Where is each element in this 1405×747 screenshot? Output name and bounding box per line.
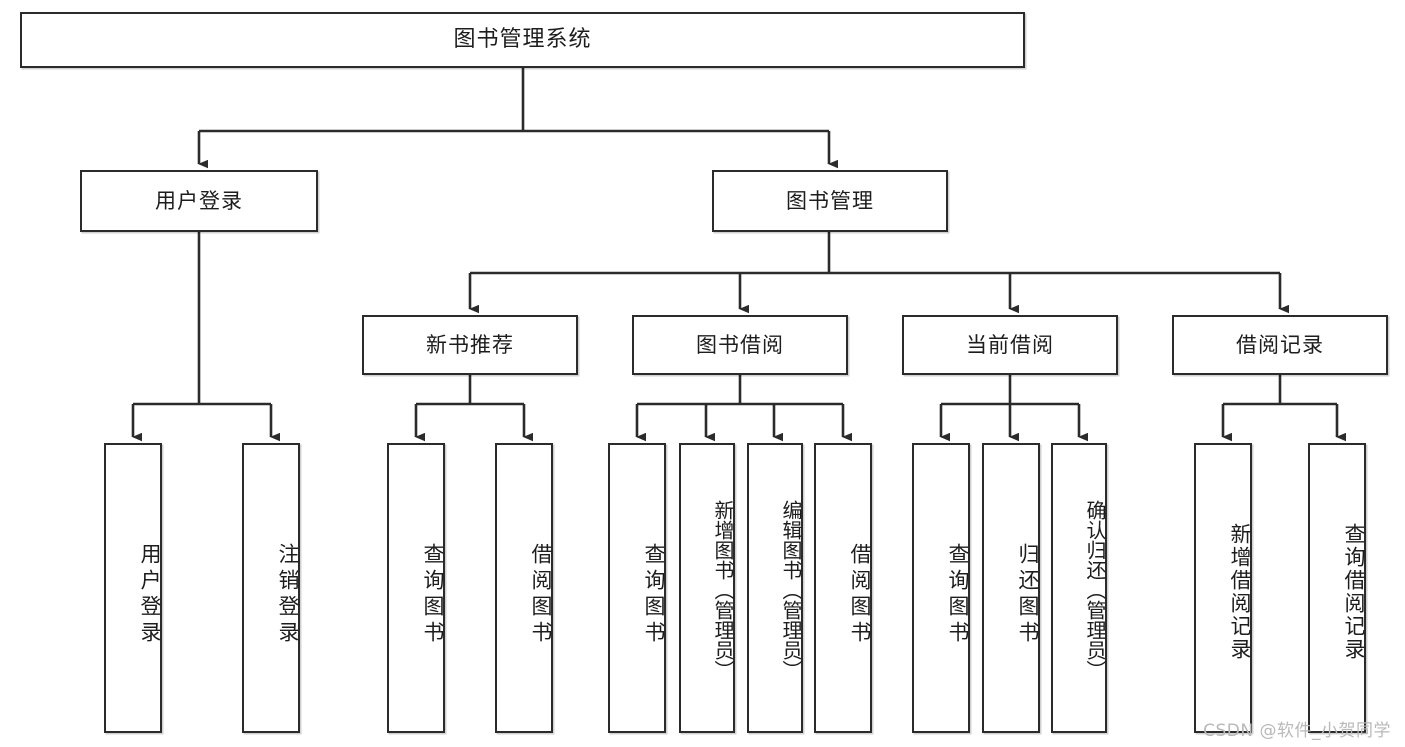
node-book-borrow[interactable]: 图书借阅 — [632, 315, 848, 375]
node-leaf-return-book-label: 归还图书 — [1016, 543, 1040, 647]
node-leaf-query-book-3[interactable]: 查询图书 — [912, 443, 970, 733]
node-user-login[interactable]: 用户登录 — [80, 170, 318, 232]
node-leaf-user-login[interactable]: 用户登录 — [104, 443, 162, 733]
csdn-watermark: CSDN @软件_小贺同学 — [1203, 721, 1391, 741]
node-book-manage-label: 图书管理 — [786, 188, 874, 213]
node-root-label: 图书管理系统 — [453, 27, 592, 53]
node-leaf-query-record[interactable]: 查询借阅记录 — [1308, 443, 1366, 733]
node-leaf-borrow-book-1[interactable]: 借阅图书 — [495, 443, 553, 733]
node-user-login-label: 用户登录 — [155, 188, 243, 213]
node-leaf-query-book-3-label: 查询图书 — [946, 543, 970, 647]
node-leaf-add-record-label: 新增借阅记录 — [1228, 523, 1252, 661]
node-leaf-add-book[interactable]: 新增图书（管理员） — [679, 443, 735, 733]
node-leaf-confirm-return-label: 确认归还（管理员） — [1083, 500, 1107, 680]
node-book-manage[interactable]: 图书管理 — [712, 170, 948, 232]
node-leaf-confirm-return[interactable]: 确认归还（管理员） — [1051, 443, 1107, 733]
node-new-book-rec[interactable]: 新书推荐 — [362, 315, 578, 375]
node-leaf-edit-book[interactable]: 编辑图书（管理员） — [747, 443, 803, 733]
node-leaf-borrow-book-2-label: 借阅图书 — [848, 543, 872, 647]
node-root[interactable]: 图书管理系统 — [20, 12, 1025, 68]
node-leaf-query-book-1-label: 查询图书 — [421, 543, 445, 647]
node-leaf-borrow-book-2[interactable]: 借阅图书 — [814, 443, 872, 733]
node-leaf-query-book-2[interactable]: 查询图书 — [608, 443, 666, 733]
node-leaf-edit-book-label: 编辑图书（管理员） — [779, 500, 803, 680]
node-current-borrow-label: 当前借阅 — [966, 332, 1054, 357]
node-leaf-add-record[interactable]: 新增借阅记录 — [1194, 443, 1252, 733]
node-borrow-record-label: 借阅记录 — [1236, 332, 1324, 357]
node-leaf-add-book-label: 新增图书（管理员） — [711, 500, 735, 680]
node-leaf-return-book[interactable]: 归还图书 — [982, 443, 1040, 733]
node-borrow-record[interactable]: 借阅记录 — [1172, 315, 1388, 375]
node-leaf-logout[interactable]: 注销登录 — [242, 443, 300, 733]
node-current-borrow[interactable]: 当前借阅 — [902, 315, 1118, 375]
node-leaf-borrow-book-1-label: 借阅图书 — [529, 543, 553, 647]
node-leaf-user-login-label: 用户登录 — [138, 543, 162, 647]
node-leaf-query-book-2-label: 查询图书 — [642, 543, 666, 647]
node-leaf-query-record-label: 查询借阅记录 — [1342, 523, 1366, 661]
node-leaf-logout-label: 注销登录 — [276, 543, 300, 647]
node-book-borrow-label: 图书借阅 — [696, 332, 784, 357]
node-leaf-query-book-1[interactable]: 查询图书 — [387, 443, 445, 733]
node-new-book-rec-label: 新书推荐 — [426, 332, 514, 357]
